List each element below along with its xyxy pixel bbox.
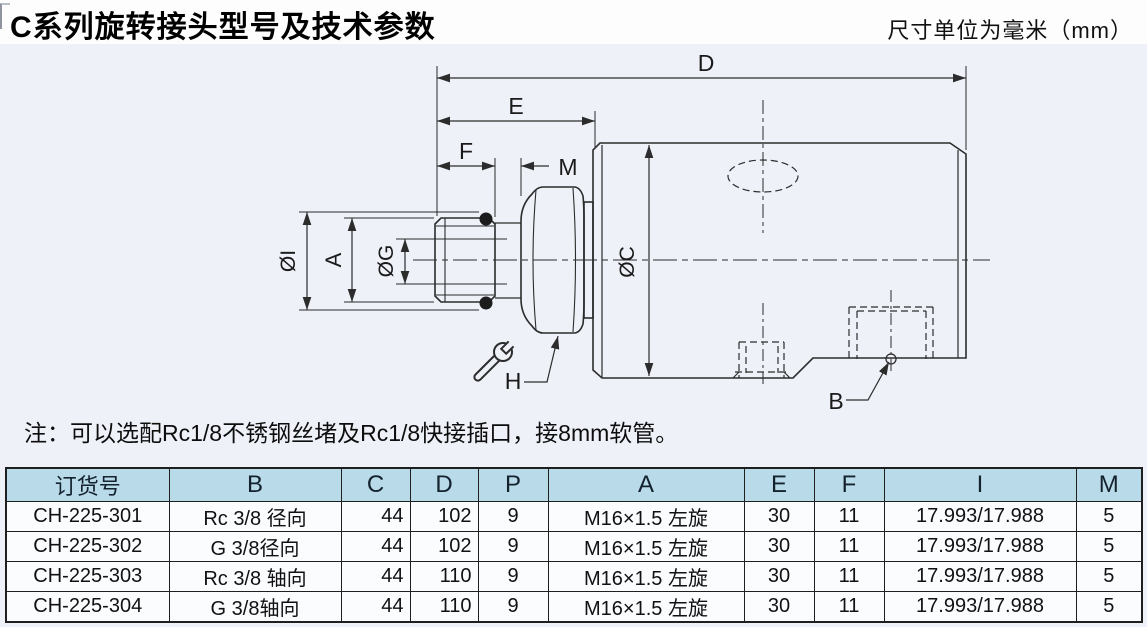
- table-cell: 9: [477, 561, 549, 592]
- wrench-icon: [473, 337, 518, 382]
- table-cell: 5: [1075, 591, 1143, 623]
- table-cell: 110: [409, 561, 479, 592]
- table-cell: 11: [813, 531, 885, 562]
- table-cell: 5: [1075, 561, 1143, 592]
- hex-nut: [520, 186, 585, 334]
- table-cell: 11: [813, 591, 885, 623]
- table-cell: M16×1.5 左旋: [547, 501, 745, 532]
- dim-label-e: E: [508, 93, 523, 119]
- table-cell: 9: [477, 501, 549, 532]
- table-cell: 44: [340, 591, 411, 623]
- table-cell: 9: [477, 531, 549, 562]
- table-cell: 30: [743, 501, 815, 532]
- column-header-E: E: [743, 467, 815, 502]
- dim-label-dia-c: ØC: [616, 246, 639, 278]
- table-cell: CH-225-304: [5, 591, 170, 623]
- table-cell: 44: [340, 531, 411, 562]
- dim-label-dia-g: ØG: [375, 245, 398, 278]
- table-cell: 110: [409, 591, 479, 623]
- hidden-port-lines: [727, 159, 934, 379]
- technical-drawing: D E F M ØI A ØG ØC H B: [277, 50, 990, 414]
- column-header-order-no: 订货号: [5, 467, 170, 502]
- column-header-A: A: [547, 467, 745, 502]
- column-header-I: I: [883, 467, 1077, 502]
- dim-label-m: M: [558, 154, 577, 180]
- table-cell: Rc 3/8 径向: [168, 501, 342, 532]
- column-header-D: D: [409, 467, 479, 502]
- page-title: C系列旋转接头型号及技术参数: [10, 11, 436, 44]
- table-cell: 11: [813, 561, 885, 592]
- dimension-labels: D E F M ØI A ØG ØC H B: [277, 50, 844, 414]
- table-cell: Rc 3/8 轴向: [168, 561, 342, 592]
- table-cell: G 3/8径向: [168, 531, 342, 562]
- table-cell: 5: [1075, 531, 1143, 562]
- title-bar: C系列旋转接头型号及技术参数 尺寸单位为毫米（mm）: [0, 0, 1147, 44]
- unit-note: 尺寸单位为毫米（mm）: [887, 18, 1133, 43]
- table-cell: G 3/8轴向: [168, 591, 342, 623]
- dim-label-h: H: [505, 368, 522, 394]
- note-text: 注：可以选配Rc1/8不锈钢丝堵及Rc1/8快接插口，接8mm软管。: [24, 420, 679, 446]
- column-header-F: F: [813, 467, 885, 502]
- column-header-B: B: [168, 467, 342, 502]
- dim-label-dia-i: ØI: [277, 250, 300, 272]
- table-cell: M16×1.5 左旋: [547, 591, 745, 623]
- column-header-P: P: [477, 467, 549, 502]
- table-cell: 9: [477, 591, 549, 623]
- table-cell: 30: [743, 531, 815, 562]
- table-cell: 17.993/17.988: [883, 531, 1077, 562]
- table-cell: 17.993/17.988: [883, 561, 1077, 592]
- table-cell: 102: [409, 501, 479, 532]
- dimension-lines: [302, 73, 966, 401]
- table-cell: 44: [340, 561, 411, 592]
- table-cell: 11: [813, 501, 885, 532]
- table-cell: 5: [1075, 501, 1143, 532]
- o-ring-bottom: [479, 296, 493, 310]
- centerlines: [413, 100, 990, 384]
- dim-label-a: A: [321, 252, 346, 267]
- dim-label-f: F: [459, 138, 473, 164]
- table-cell: CH-225-301: [5, 501, 170, 532]
- table-cell: M16×1.5 左旋: [547, 531, 745, 562]
- dim-label-d: D: [698, 50, 715, 76]
- column-header-C: C: [340, 467, 411, 502]
- table-cell: 102: [409, 531, 479, 562]
- leader-B: [846, 361, 890, 401]
- table-cell: 44: [340, 501, 411, 532]
- table-cell: 30: [743, 561, 815, 592]
- scan-edge-artifact: [0, 3, 10, 29]
- table-cell: 17.993/17.988: [883, 591, 1077, 623]
- table-cell: 17.993/17.988: [883, 501, 1077, 532]
- leader-H: [524, 335, 560, 383]
- table-cell: CH-225-303: [5, 561, 170, 592]
- table-cell: 30: [743, 591, 815, 623]
- extension-lines: [299, 66, 967, 311]
- column-header-M: M: [1075, 467, 1143, 502]
- table-cell: M16×1.5 左旋: [547, 561, 745, 592]
- rotary-joint-outline: [434, 142, 967, 379]
- table-cell: CH-225-302: [5, 531, 170, 562]
- dim-label-b: B: [828, 388, 843, 414]
- o-ring-top: [479, 212, 493, 226]
